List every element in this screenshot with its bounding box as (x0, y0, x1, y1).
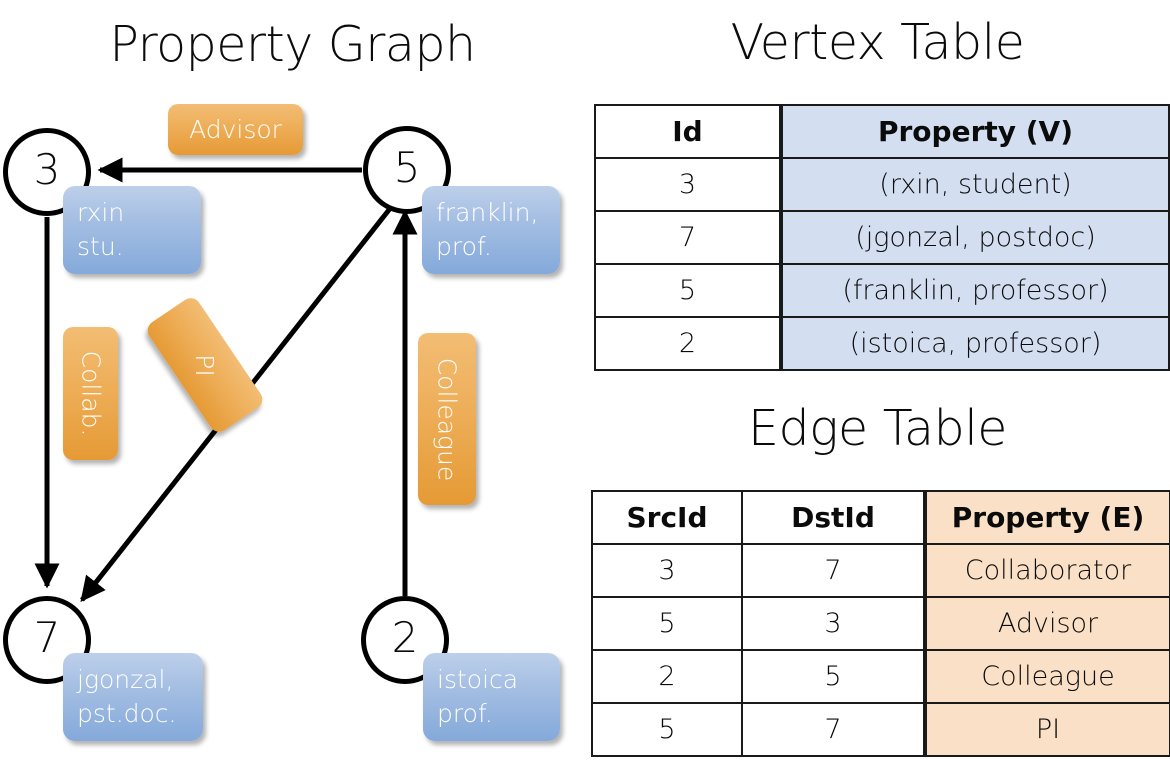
edge-row-1-property: Advisor (923, 596, 1170, 651)
edge-label-colleague: Colleague (418, 333, 476, 505)
edge-row-2-property: Colleague (923, 649, 1170, 704)
vertex-row-1-id: 7 (594, 210, 782, 265)
vertex-row-0-id: 3 (594, 157, 782, 212)
graph-node-7-label: 7 (33, 613, 61, 662)
edge-label-collab: Collab. (63, 327, 118, 460)
edge-row-1-src: 5 (591, 596, 743, 651)
vertex-row-1-property: (jgonzal, postdoc) (779, 210, 1170, 265)
edge-table-header-row: SrcId DstId Property (E) (591, 490, 1170, 545)
edge-label-collab-text: Collab. (76, 350, 105, 437)
edge-table: SrcId DstId Property (E) 3 7 Collaborato… (591, 490, 1170, 757)
graph-node-2-label: 2 (391, 613, 419, 662)
vertex-row-3-property: (istoica, professor) (779, 316, 1170, 371)
vertex-row-0-property: (rxin, student) (779, 157, 1170, 212)
page-title-property-graph: Property Graph (109, 16, 476, 73)
table-row[interactable]: 2 5 Colleague (591, 649, 1170, 704)
edge-row-3-src: 5 (591, 702, 743, 757)
graph-node-2[interactable]: 2 (361, 596, 449, 684)
edge-label-pi-text: PI (190, 353, 220, 377)
graph-node-5-property-box: franklin, prof. (422, 186, 560, 274)
graph-node-2-property-name: istoica (437, 664, 519, 694)
graph-node-3-property-box: rxin stu. (63, 186, 201, 274)
edge-row-0-src: 3 (591, 543, 743, 598)
page-title-edge-table: Edge Table (748, 400, 1007, 457)
table-row[interactable]: 3 7 Collaborator (591, 543, 1170, 598)
edge-row-1-dst: 3 (741, 596, 926, 651)
graph-node-5-property-name: franklin, (436, 197, 539, 227)
table-row[interactable]: 5 (franklin, professor) (594, 263, 1170, 318)
vertex-table-header-id: Id (594, 104, 782, 159)
table-row[interactable]: 5 7 PI (591, 702, 1170, 757)
graph-node-3-property-role: stu. (77, 232, 124, 261)
vertex-row-3-id: 2 (594, 316, 782, 371)
graph-node-3-property-name: rxin (77, 197, 125, 227)
graph-node-2-property-box: istoica prof. (423, 653, 560, 741)
graph-node-7-property-box: jgonzal, pst.doc. (63, 653, 203, 741)
table-row[interactable]: 5 3 Advisor (591, 596, 1170, 651)
graph-node-7-property-name: jgonzal, (77, 664, 174, 694)
edge-row-2-dst: 5 (741, 649, 926, 704)
vertex-table: Id Property (V) 3 (rxin, student) 7 (jgo… (594, 104, 1170, 371)
edge-row-3-property: PI (923, 702, 1170, 757)
edge-table-header-property: Property (E) (923, 490, 1170, 545)
graph-node-5-property-role: prof. (436, 232, 492, 261)
edge-table-header-dstid: DstId (741, 490, 926, 545)
edge-row-3-dst: 7 (741, 702, 926, 757)
graph-node-7-property-role: pst.doc. (77, 699, 177, 728)
edge-table-header-srcid: SrcId (591, 490, 743, 545)
edge-label-advisor: Advisor (168, 104, 303, 155)
table-row[interactable]: 3 (rxin, student) (594, 157, 1170, 212)
edge-row-2-src: 2 (591, 649, 743, 704)
table-row[interactable]: 2 (istoica, professor) (594, 316, 1170, 371)
edge-label-advisor-text: Advisor (189, 115, 282, 144)
edge-row-0-dst: 7 (741, 543, 926, 598)
edge-row-0-property: Collaborator (923, 543, 1170, 598)
graph-node-3-label: 3 (33, 145, 61, 194)
vertex-row-2-property: (franklin, professor) (779, 263, 1170, 318)
graph-node-5-label: 5 (393, 143, 421, 192)
vertex-row-2-id: 5 (594, 263, 782, 318)
vertex-table-header-property: Property (V) (779, 104, 1170, 159)
property-graph-diagram: 3 rxin stu. 5 franklin, prof. 7 jgonzal,… (3, 104, 560, 741)
table-row[interactable]: 7 (jgonzal, postdoc) (594, 210, 1170, 265)
graph-node-2-property-role: prof. (437, 699, 493, 728)
edge-label-colleague-text: Colleague (432, 357, 462, 481)
vertex-table-header-row: Id Property (V) (594, 104, 1170, 159)
page-title-vertex-table: Vertex Table (730, 14, 1025, 71)
